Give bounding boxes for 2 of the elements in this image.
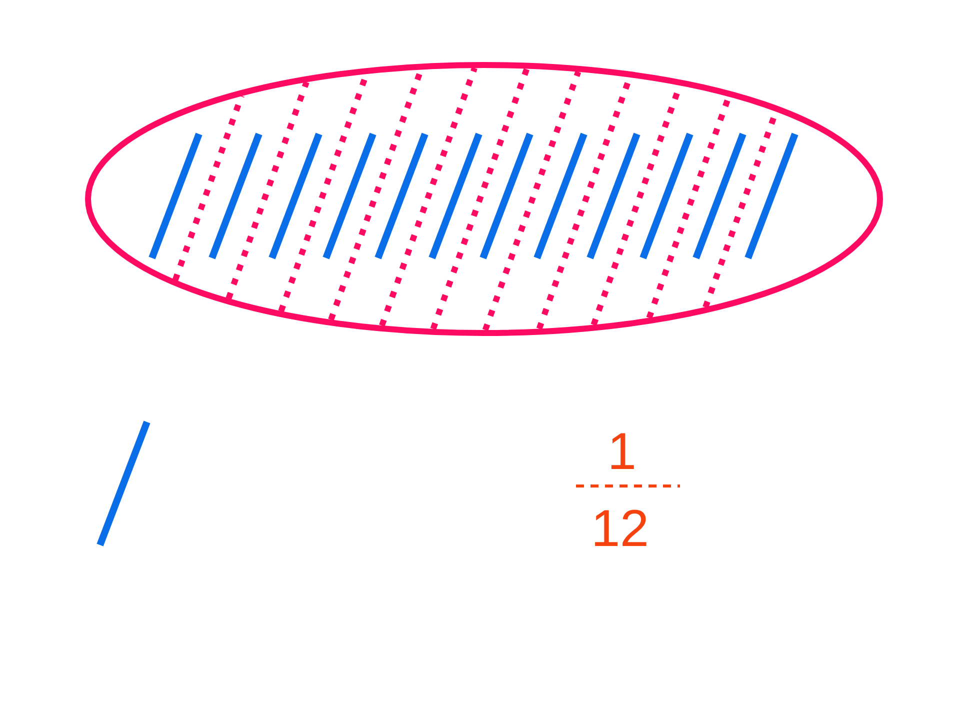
fraction-numerator: 1	[608, 426, 636, 478]
fraction-denominator: 12	[591, 503, 649, 555]
